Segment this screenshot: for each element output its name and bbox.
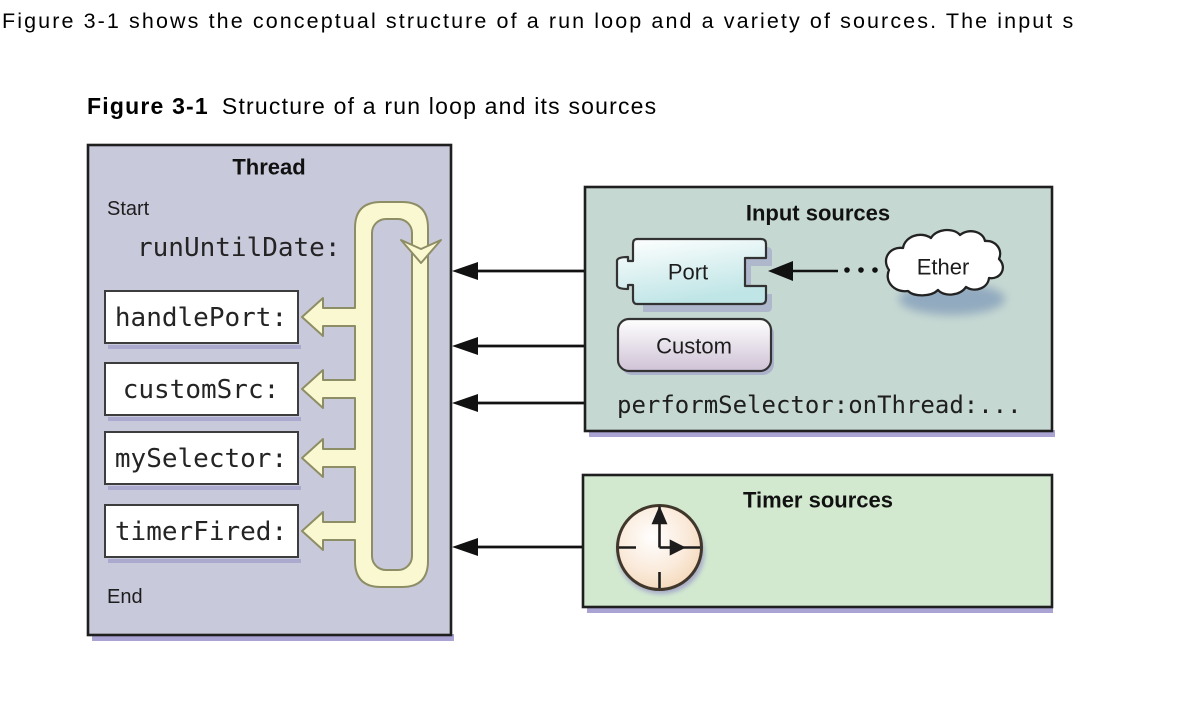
clock-icon <box>616 504 705 594</box>
port-label: Port <box>668 260 708 285</box>
custom-label: Custom <box>656 334 732 359</box>
event-arrowhead-icon <box>452 262 478 280</box>
handler-box <box>104 290 299 344</box>
thread-title: Thread <box>232 155 305 180</box>
input-sources-title: Input sources <box>746 201 890 226</box>
handler-box <box>104 504 299 558</box>
handler-label: customSrc: <box>123 375 280 405</box>
loop-direction-arrowhead-icon <box>400 239 442 264</box>
port-puzzle-shape <box>615 237 768 306</box>
handler-label: mySelector: <box>115 444 287 474</box>
intro-paragraph: Figure 3-1 shows the conceptual structur… <box>2 9 1076 33</box>
timer-panel-shadow <box>587 606 1053 613</box>
handler-box-shadow <box>108 417 301 421</box>
figure-caption: Figure 3-1 Structure of a run loop and it… <box>87 93 657 120</box>
perform-selector-label: performSelector:onThread:... <box>617 391 1022 419</box>
start-label: Start <box>107 198 150 220</box>
event-arrows <box>477 269 585 549</box>
ether-label: Ether <box>917 255 970 280</box>
ether-cloud-icon <box>884 228 1004 297</box>
handler-label: timerFired: <box>115 517 287 547</box>
handler-box <box>104 431 299 485</box>
thread-panel-shadow <box>92 634 454 641</box>
figure-caption-title: Structure of a run loop and its sources <box>221 93 658 119</box>
run-loop-hole <box>371 218 413 571</box>
ellipsis-dots-icon <box>844 267 878 273</box>
event-arrowhead-icon <box>452 394 478 412</box>
handler-box-shadow <box>108 559 301 563</box>
end-label: End <box>107 586 143 608</box>
input-sources-panel <box>583 185 1054 433</box>
handler-label: handlePort: <box>115 303 287 333</box>
event-arrowhead-icon <box>452 337 478 355</box>
input-panel-shadow <box>589 430 1055 437</box>
timer-sources-title: Timer sources <box>743 488 893 513</box>
event-arrowheads <box>452 262 478 556</box>
event-arrowhead-icon <box>452 538 478 556</box>
figure-caption-label: Figure 3-1 <box>87 93 209 119</box>
clock-hands <box>651 505 686 556</box>
run-until-date-label: runUntilDate: <box>137 233 341 263</box>
ether-arrowhead-icon <box>768 261 793 281</box>
handler-boxes: handlePort: customSrc: mySelector: timer… <box>104 290 301 563</box>
custom-box <box>616 317 773 373</box>
handler-box-shadow <box>108 486 301 490</box>
handler-box <box>104 362 299 416</box>
handler-box-shadow <box>108 345 301 349</box>
